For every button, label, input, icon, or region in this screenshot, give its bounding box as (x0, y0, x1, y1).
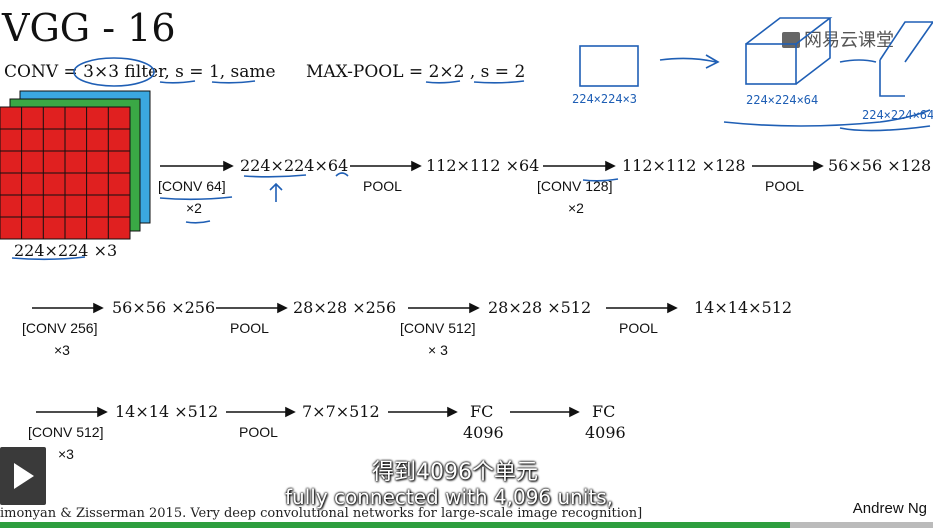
row3-dim1: 14×14 ×512 (115, 402, 219, 421)
watermark-text: 网易云课堂 (804, 30, 894, 51)
handwritten-label-3: 224×224×64 (862, 108, 933, 122)
row1-dim4: 56×56 ×128 (828, 156, 932, 175)
row1-op1: [CONV 64] (158, 178, 226, 194)
row3-op1: [CONV 512] (28, 424, 104, 440)
row1-dim1: 224×224×64 (240, 156, 349, 175)
row2-op3-rep: × 3 (428, 342, 448, 358)
row1-op3: [CONV 128] (537, 178, 613, 194)
conv-spec: CONV = 3×3 filter, s = 1, same (4, 62, 276, 82)
citation: imonyan & Zisserman 2015. Very deep conv… (0, 506, 643, 521)
row3-fc2: FC (592, 402, 616, 421)
row2-op1: [CONV 256] (22, 320, 98, 336)
row2-dim4: 14×14×512 (694, 298, 793, 317)
row1-op1-rep: ×2 (186, 200, 202, 216)
row2-op4: POOL (619, 320, 658, 336)
handwritten-annotations (11, 17, 933, 261)
row3-fc1: FC (470, 402, 494, 421)
row1-op4: POOL (765, 178, 804, 194)
row2-op2: POOL (230, 320, 269, 336)
row1-op3-rep: ×2 (568, 200, 584, 216)
input-volume-icon (0, 90, 151, 240)
row1-dim3: 112×112 ×128 (622, 156, 746, 175)
row1-dim2: 112×112 ×64 (426, 156, 540, 175)
row2-dim3: 28×28 ×512 (488, 298, 592, 317)
row3-op1-rep: ×3 (58, 446, 74, 462)
row2-op3: [CONV 512] (400, 320, 476, 336)
row3-dim2: 7×7×512 (302, 402, 380, 421)
row2-dim1: 56×56 ×256 (112, 298, 216, 317)
row3-fc2-units: 4096 (585, 423, 626, 442)
row1-op2: POOL (363, 178, 402, 194)
row3-op2: POOL (239, 424, 278, 440)
play-button[interactable] (0, 447, 46, 505)
subtitle-english: fully connected with 4,096 units, (285, 485, 614, 509)
slide-title: VGG - 16 (2, 6, 176, 50)
row3-fc1-units: 4096 (463, 423, 504, 442)
video-progress-fill (0, 522, 790, 528)
play-icon (14, 463, 34, 489)
handwritten-label-1: 224×224×3 (572, 92, 638, 106)
input-volume-label: 224×224 ×3 (14, 241, 118, 260)
author-name: Andrew Ng (852, 500, 927, 517)
pool-spec: MAX-POOL = 2×2 , s = 2 (306, 62, 526, 82)
video-progress-bar[interactable] (0, 522, 933, 528)
subtitle-chinese: 得到4096个单元 (372, 460, 538, 485)
row2-op1-rep: ×3 (54, 342, 70, 358)
handwritten-label-2: 224×224×64 (746, 93, 819, 107)
row2-dim2: 28×28 ×256 (293, 298, 397, 317)
